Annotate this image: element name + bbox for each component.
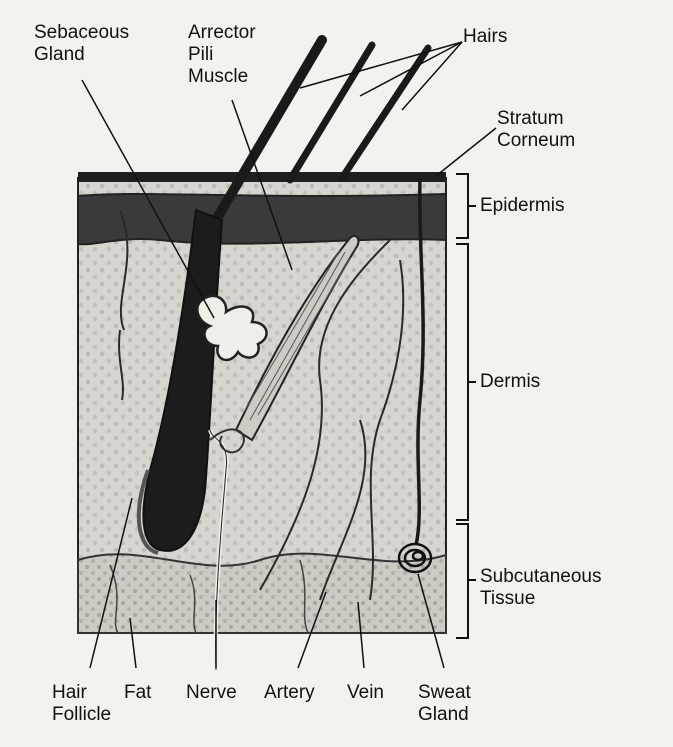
label-arrector-pili: Arrector Pili Muscle [188, 22, 256, 88]
label-sebaceous-line2: Gland [34, 44, 129, 66]
label-artery-text: Artery [264, 682, 315, 704]
label-hairs-text: Hairs [463, 26, 507, 48]
leader-hairs-2 [360, 42, 462, 96]
label-fat-text: Fat [124, 682, 151, 704]
label-sebaceous-line1: Sebaceous [34, 22, 129, 44]
label-subcutaneous-tissue: Subcutaneous Tissue [480, 566, 602, 610]
label-stratum-corneum: Stratum Corneum [497, 108, 575, 152]
label-hairs: Hairs [463, 26, 507, 48]
label-arrector-line3: Muscle [188, 66, 256, 88]
label-stratum-line1: Stratum [497, 108, 575, 130]
label-vein-text: Vein [347, 682, 384, 704]
label-sebaceous-gland: Sebaceous Gland [34, 22, 129, 66]
label-epidermis: Epidermis [480, 195, 564, 217]
bracket-dermis [456, 244, 476, 520]
label-sweat-gland: Sweat Gland [418, 682, 471, 726]
label-hair-follicle: Hair Follicle [52, 682, 111, 726]
label-dermis-text: Dermis [480, 371, 540, 393]
subcutaneous-region [78, 554, 446, 633]
bracket-subcutaneous [456, 524, 476, 638]
label-subcutaneous-line1: Subcutaneous [480, 566, 602, 588]
label-follicle-line1: Hair [52, 682, 111, 704]
label-nerve: Nerve [186, 682, 237, 704]
label-fat: Fat [124, 682, 151, 704]
label-dermis: Dermis [480, 371, 540, 393]
epidermis-layer [78, 194, 446, 244]
label-follicle-line2: Follicle [52, 704, 111, 726]
label-artery: Artery [264, 682, 315, 704]
leader-stratum [436, 128, 496, 176]
label-subcutaneous-line2: Tissue [480, 588, 602, 610]
label-sweat-line2: Gland [418, 704, 471, 726]
label-arrector-line1: Arrector [188, 22, 256, 44]
label-sweat-line1: Sweat [418, 682, 471, 704]
label-vein: Vein [347, 682, 384, 704]
label-stratum-line2: Corneum [497, 130, 575, 152]
label-arrector-line2: Pili [188, 44, 256, 66]
label-epidermis-text: Epidermis [480, 195, 564, 217]
bracket-epidermis [456, 174, 476, 238]
label-nerve-text: Nerve [186, 682, 237, 704]
leader-hairs-1 [300, 42, 462, 88]
